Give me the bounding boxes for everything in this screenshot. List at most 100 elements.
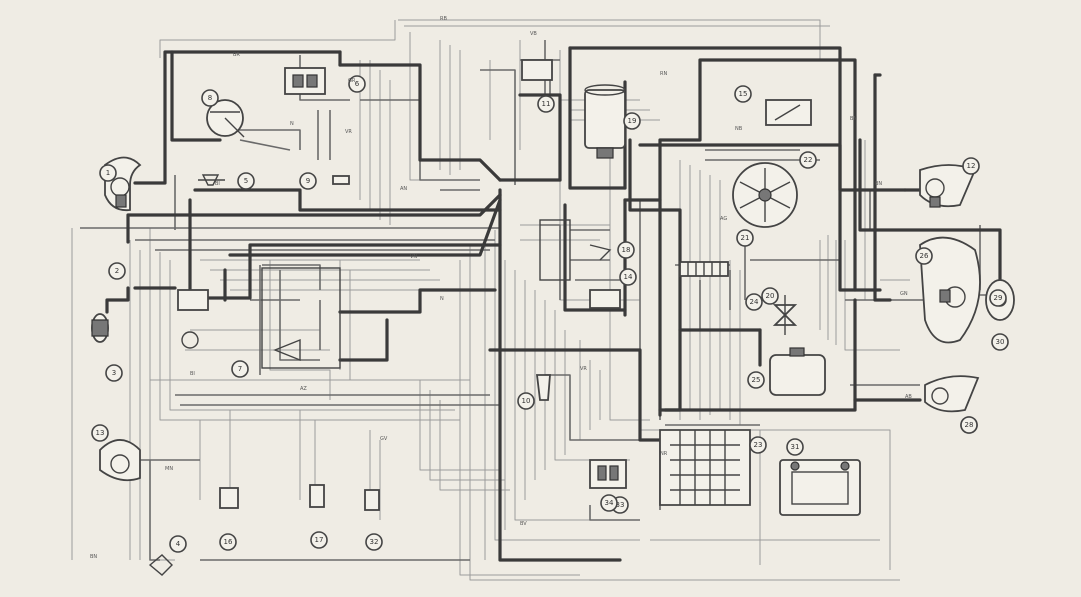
callout-c-plate-lamp: 6 [348,75,366,93]
callout-c-flasher: 11 [537,95,555,113]
callout-circle [747,371,765,389]
callout-c-tail-light: 4 [169,535,187,553]
callout-number: 20 [766,292,775,300]
callout-circle [745,293,763,311]
callout-number: 25 [752,376,761,384]
bottom-relay [589,459,627,489]
svg-text:NB: NB [735,126,743,132]
callout-number: 4 [176,540,181,548]
svg-text:BN: BN [90,554,97,560]
callout-c-relay-r: 12 [962,157,980,175]
callout-circle [108,262,126,280]
callout-c-ignition-coil: 20 [761,287,779,305]
callout-c-relay-bottom: 34 [600,494,618,512]
coil-unit [584,84,626,159]
callout-c-stop-lamp: 14 [619,268,637,286]
callout-number: 28 [965,421,974,429]
svg-text:GV: GV [380,436,388,442]
callout-circle [619,268,637,286]
callout-circle [169,535,187,553]
callout-c-water-temp: 23 [749,436,767,454]
callout-c-stop-switch: 10 [517,392,535,410]
callout-c-fuel-gauge: 15 [734,85,752,103]
callout-circle [989,289,1007,307]
callout-number: 17 [315,536,324,544]
callout-number: 5 [244,177,248,185]
callout-c-bulb-b: 17 [310,531,328,549]
callout-circle [734,85,752,103]
rear-right-lamp [924,375,980,413]
callout-number: 33 [616,501,625,509]
svg-text:RN: RN [660,71,667,77]
callout-circle [237,172,255,190]
callout-c-rear-lamp: 5 [237,172,255,190]
callout-circle [310,531,328,549]
svg-text:MN: MN [165,466,173,472]
svg-text:GR: GR [348,78,356,84]
callout-c-side-light: 3 [105,364,123,382]
callout-c-horn-r: 28 [960,416,978,434]
inline-fuse [332,175,350,185]
svg-text:BR: BR [233,52,240,58]
thin-wires [71,19,940,581]
callout-number: 22 [804,156,813,164]
left-side-marker [91,313,109,343]
callout-number: 24 [750,298,759,306]
svg-text:NR: NR [660,451,668,457]
callout-circle [517,392,535,410]
callout-number: 14 [624,273,633,281]
small-fuse [198,174,225,186]
callout-number: 1 [106,169,110,177]
svg-text:VR: VR [580,366,587,372]
callout-circle [105,364,123,382]
fuse-box [659,429,751,506]
callout-number: 3 [112,369,116,377]
callout-number: 19 [628,117,637,125]
svg-text:N: N [440,296,444,302]
callout-circle [99,164,117,182]
left-connector [177,289,209,349]
voltage-regulator [765,99,812,126]
callout-circle [962,157,980,175]
callout-circle [617,241,635,259]
svg-text:GN: GN [900,291,908,297]
svg-text:AG: AG [720,216,727,222]
right-headlamp [919,164,977,208]
callout-c-rear-right: 30 [991,333,1009,351]
callout-circle [736,229,754,247]
callout-number: 31 [791,443,800,451]
right-headlamp-body [919,236,981,344]
callout-number: 13 [96,429,105,437]
callout-c-rear-left: 13 [91,424,109,442]
callout-c-bulb-a: 16 [219,533,237,551]
callout-number: 9 [306,177,310,185]
svg-text:BI: BI [215,181,220,187]
callout-circle [201,89,219,107]
svg-text:BV: BV [520,521,527,527]
svg-text:AN: AN [400,186,407,192]
svg-text:N: N [290,121,294,127]
callout-number: 2 [115,267,119,275]
callout-circle [348,75,366,93]
wire-tags: BR VR N GR AN BI VN N BI AZ GV MN BN VB … [90,16,912,560]
callout-circle [219,533,237,551]
brake-valve [772,295,798,335]
callout-circle [231,360,249,378]
svg-text:BN: BN [875,181,882,187]
svg-text:AZ: AZ [300,386,307,392]
callout-circle [749,436,767,454]
top-relay [284,67,326,95]
callout-c-brake-valve: 24 [745,293,763,311]
lower-switch [535,374,551,401]
dashboard-panel [261,267,341,369]
svg-text:VR: VR [345,129,352,135]
callout-c-small-fuse: 9 [299,172,317,190]
plate-lamp [148,554,173,576]
callout-number: 6 [355,80,360,88]
callout-c-battery: 32 [365,533,383,551]
callout-c-side-r: 29 [989,289,1007,307]
center-connector [679,261,729,277]
callout-circle [915,247,933,265]
callout-circle [91,424,109,442]
